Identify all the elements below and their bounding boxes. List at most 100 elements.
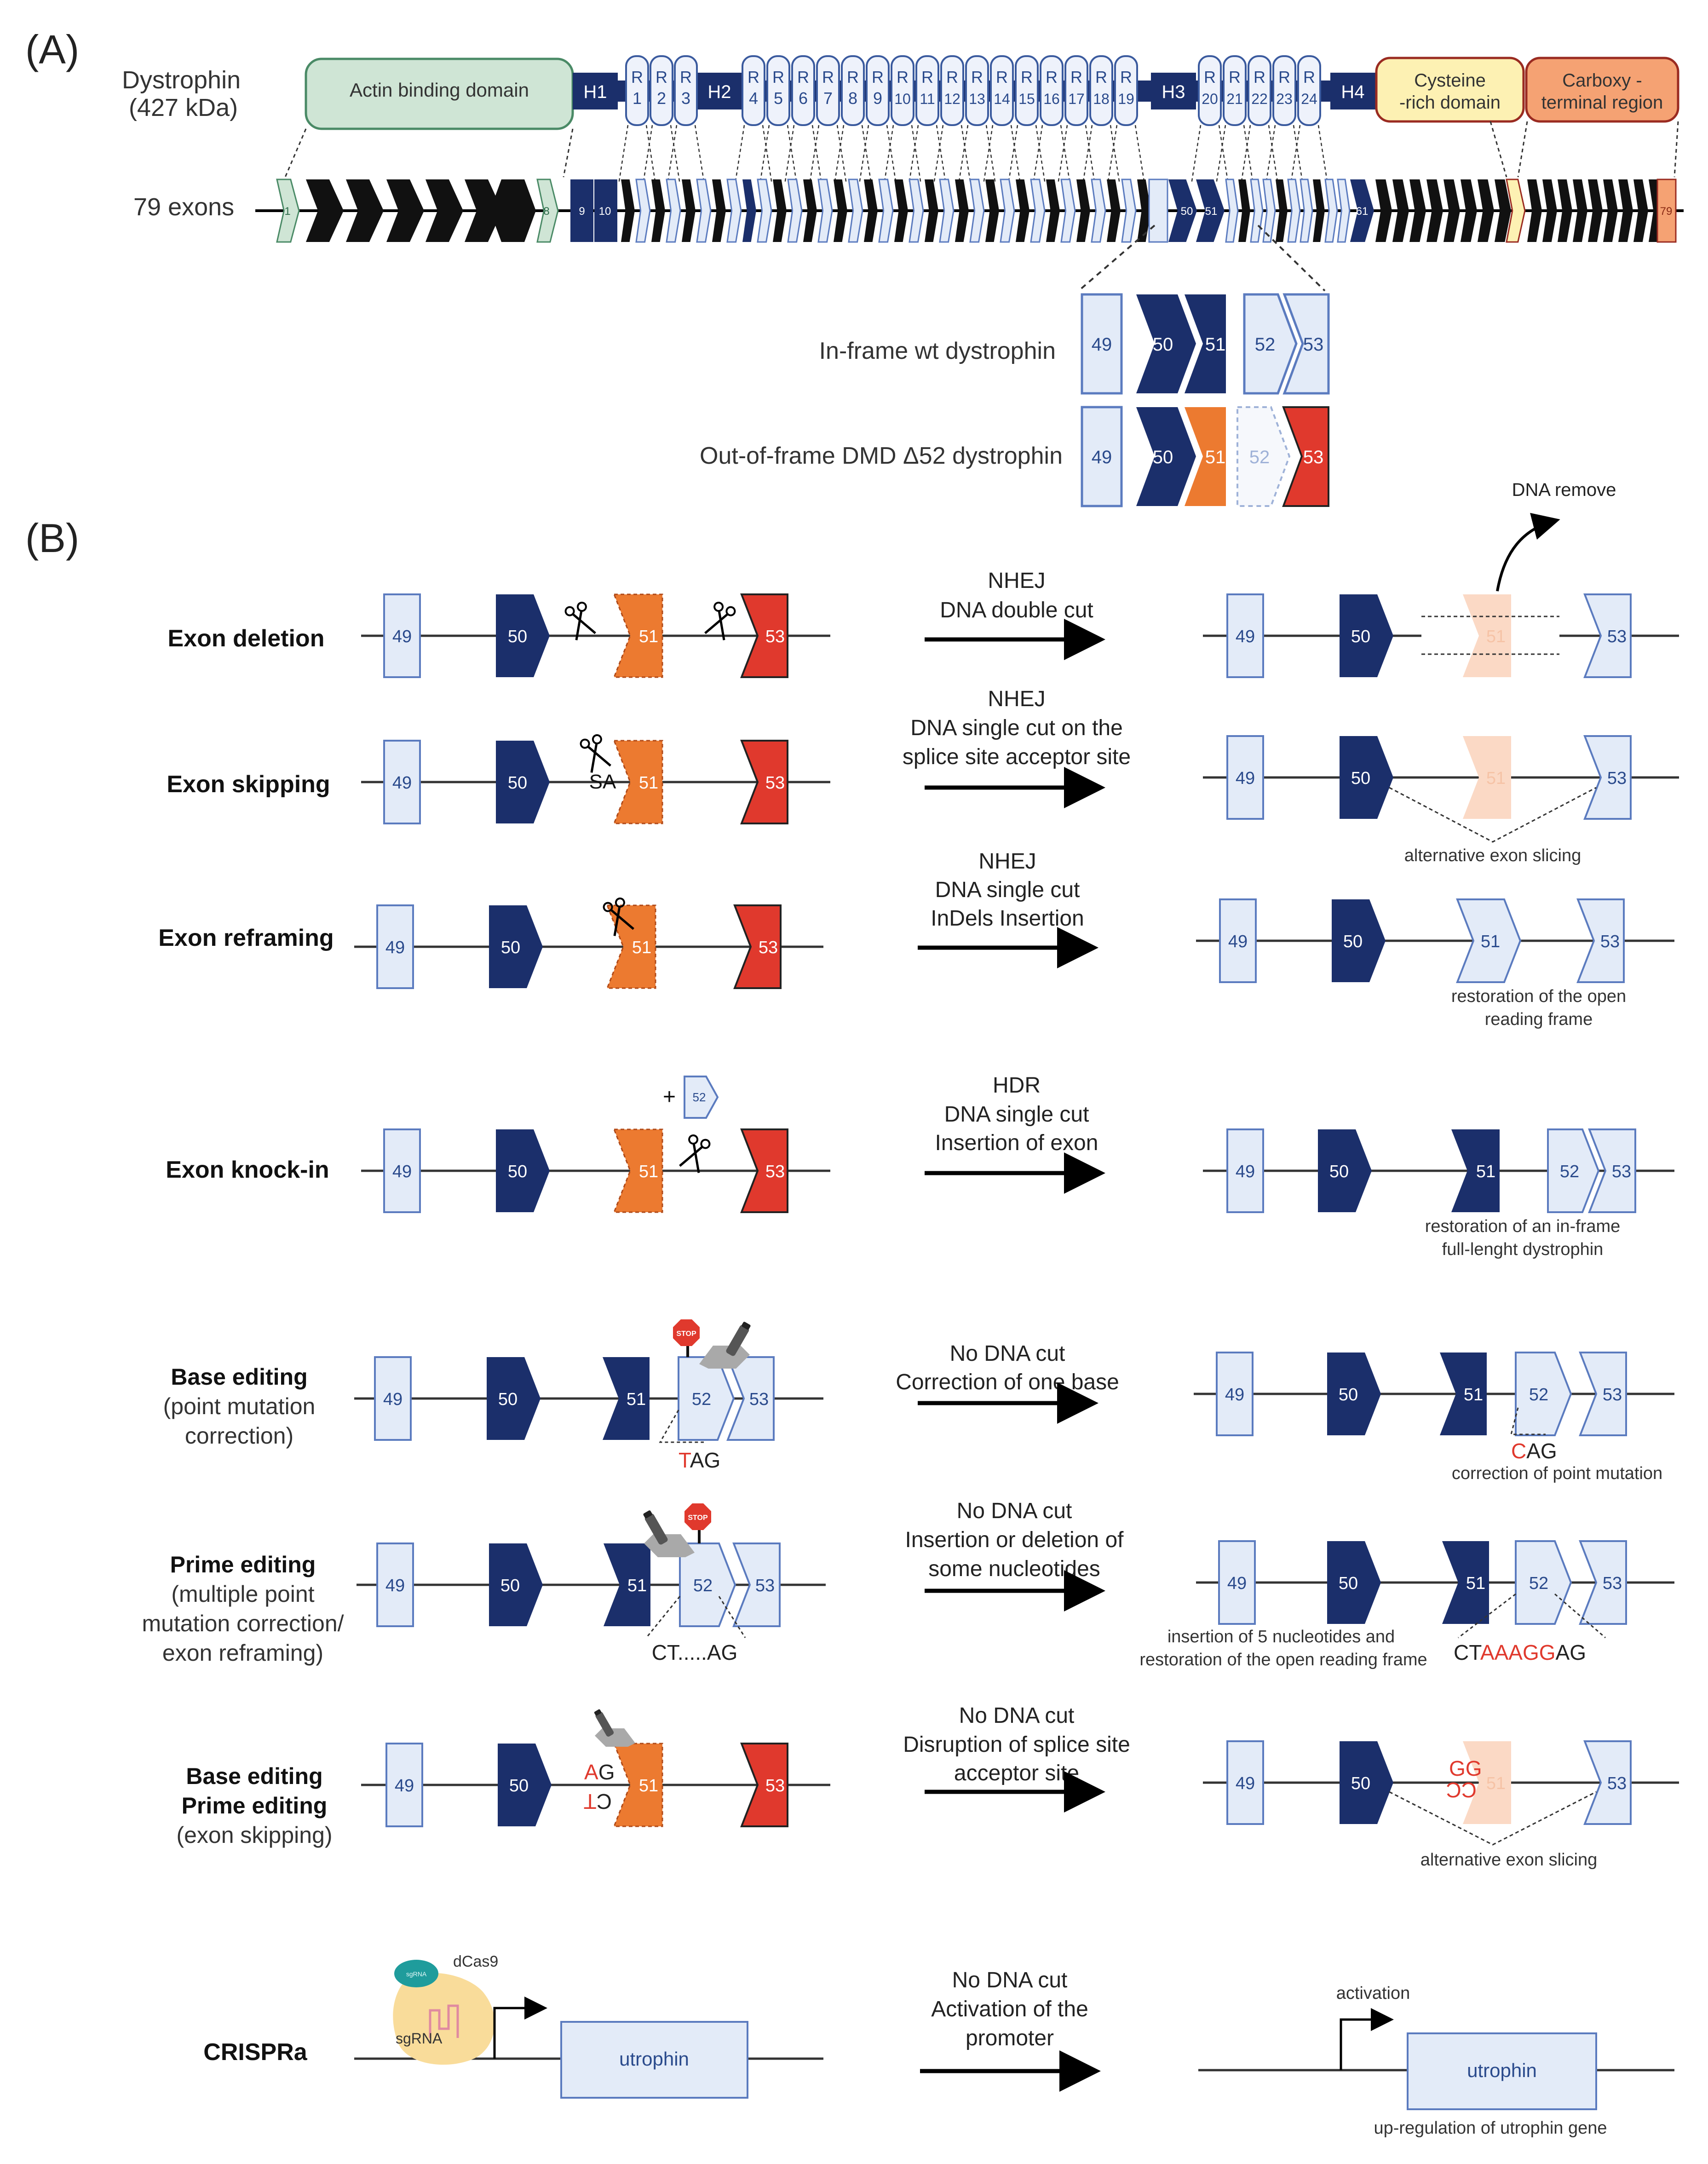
in-frame-exon-53-label: 53 bbox=[1303, 334, 1324, 355]
repeat-4: R4 bbox=[742, 55, 765, 126]
exon-middle bbox=[787, 178, 803, 243]
result-note-1: alternative exon slicing bbox=[1420, 1850, 1597, 1870]
exon-61 bbox=[1350, 179, 1374, 242]
sgrna-icon bbox=[429, 2004, 459, 2038]
repeat-letter: R bbox=[797, 68, 809, 86]
repeat-number: 6 bbox=[799, 89, 808, 108]
repeat-17: R17 bbox=[1064, 55, 1088, 126]
exon-51 bbox=[606, 904, 656, 989]
repeat-16: R16 bbox=[1040, 55, 1064, 126]
method-line-2: DNA single cut bbox=[935, 878, 1080, 902]
skipped-exon-51 bbox=[1463, 736, 1511, 819]
exon-middle bbox=[1313, 179, 1325, 242]
oof-exon-49-label: 49 bbox=[1092, 447, 1112, 467]
strategy-name: Exon reframing bbox=[158, 925, 334, 951]
method-line-2: DNA double cut bbox=[940, 598, 1093, 622]
repeat-letter: R bbox=[656, 68, 667, 86]
exon-middle bbox=[1046, 179, 1060, 242]
repeat-letter: R bbox=[1120, 68, 1132, 86]
exon-49 bbox=[1218, 1540, 1256, 1625]
exon-middle bbox=[1076, 179, 1090, 242]
row-editing-exon-skipping: Base editing Prime editing (exon skippin… bbox=[176, 1704, 1679, 1870]
exon-middle bbox=[651, 179, 665, 242]
result-note-1: alternative exon slicing bbox=[1404, 846, 1581, 865]
exon-bar-labels: 1 8 9 10 50 51 61 79 bbox=[284, 205, 1672, 218]
exon-label-61: 61 bbox=[1356, 205, 1369, 218]
repeat-8: R8 bbox=[841, 55, 865, 126]
exon-middle bbox=[1238, 179, 1250, 242]
exon-51-label: 51 bbox=[639, 1776, 658, 1796]
exon-53 bbox=[740, 1743, 788, 1827]
exon-49-label: 49 bbox=[385, 1576, 405, 1595]
in-frame-exon-53 bbox=[1282, 293, 1330, 395]
repeat-number: 17 bbox=[1068, 91, 1085, 107]
strategy-name: Exon knock-in bbox=[166, 1157, 329, 1183]
row-prime-editing: Prime editing (multiple point mutation c… bbox=[142, 1499, 1674, 1669]
exon-53 bbox=[733, 904, 782, 989]
exon-53-label: 53 bbox=[1603, 1574, 1622, 1593]
exon-middle bbox=[1287, 178, 1301, 243]
repeat-7: R7 bbox=[816, 55, 840, 126]
out-of-frame-exons: 49 50 51 52 53 bbox=[1081, 406, 1329, 507]
exon-52-label: 52 bbox=[692, 1390, 711, 1409]
codon-pointer bbox=[718, 1596, 746, 1638]
row-exon-reframing: Exon reframing 49 50 51 53 NHEJ DNA sing… bbox=[158, 849, 1674, 1029]
oof-exon-52-deleted bbox=[1236, 406, 1291, 507]
exon-49-label: 49 bbox=[1227, 1574, 1247, 1593]
exon-black bbox=[1603, 179, 1618, 242]
exon-49 bbox=[385, 1743, 423, 1827]
result-note-2: reading frame bbox=[1485, 1010, 1593, 1029]
row-exon-deletion: Exon deletion 49 50 51 53 NHEJ DNA doubl… bbox=[168, 480, 1679, 678]
exon-middle bbox=[817, 178, 833, 243]
oof-exon-49 bbox=[1081, 406, 1123, 507]
exon-black bbox=[1527, 179, 1542, 242]
plus-sign: + bbox=[663, 1085, 676, 1109]
exon-53 bbox=[740, 740, 788, 824]
method-line-1: No DNA cut bbox=[952, 1968, 1068, 1992]
exon-black bbox=[1461, 179, 1477, 242]
stop-sign-icon bbox=[684, 1503, 711, 1530]
exon-51 bbox=[1451, 1129, 1500, 1212]
exon-black bbox=[306, 179, 344, 242]
row-exon-skipping: Exon skipping 49 50 51 SA 53 NHEJ DNA si… bbox=[167, 687, 1679, 865]
exon-53-label: 53 bbox=[1607, 627, 1627, 646]
repeat-number: 5 bbox=[774, 89, 783, 108]
exon-50-label: 50 bbox=[1329, 1162, 1349, 1181]
exon-middle bbox=[894, 179, 908, 242]
exon-49 bbox=[383, 593, 421, 678]
repeat-number: 19 bbox=[1118, 91, 1134, 107]
repeat-12: R12 bbox=[940, 55, 964, 126]
sequence-after: CTAAAGGAG bbox=[1454, 1640, 1586, 1664]
in-frame-exon-51 bbox=[1185, 294, 1226, 393]
exon-53 bbox=[740, 1128, 788, 1213]
exon-49 bbox=[1226, 735, 1264, 820]
exon-50-label: 50 bbox=[1351, 769, 1370, 788]
in-frame-exon-52-label: 52 bbox=[1255, 334, 1276, 355]
exon-50-label: 50 bbox=[1351, 1774, 1370, 1793]
exon-black bbox=[1495, 179, 1511, 242]
exon-middle bbox=[909, 178, 924, 243]
exon-middle bbox=[635, 178, 651, 243]
repeat-letter: R bbox=[996, 68, 1008, 86]
exon-label-79: 79 bbox=[1660, 205, 1673, 218]
repeat-number: 9 bbox=[873, 89, 882, 108]
exon-51-label: 51 bbox=[639, 627, 658, 646]
row-exon-knock-in: Exon knock-in 49 50 51 53 + 52 HDR DNA s… bbox=[166, 1073, 1674, 1259]
repeat-number: 4 bbox=[749, 89, 758, 108]
exon-black bbox=[386, 179, 424, 242]
repeat-19: R 19 bbox=[1114, 55, 1138, 126]
method-line-1: No DNA cut bbox=[957, 1499, 1072, 1523]
strategy-name-1: Base editing bbox=[186, 1763, 322, 1789]
in-frame-exon-51-label: 51 bbox=[1205, 334, 1226, 355]
exon-black bbox=[1633, 179, 1648, 242]
in-frame-exon-50-label: 50 bbox=[1153, 334, 1173, 355]
codon-after: CAG bbox=[1511, 1439, 1557, 1463]
exon-50 bbox=[1327, 1541, 1381, 1624]
exon-51 bbox=[613, 1128, 663, 1213]
exon-middle bbox=[757, 178, 772, 243]
repeat-number: 3 bbox=[681, 89, 690, 108]
repeat-letter: R bbox=[921, 68, 933, 86]
strategy-name-1: Prime editing bbox=[170, 1552, 316, 1577]
exon-50 bbox=[496, 594, 550, 677]
method-line-1: NHEJ bbox=[978, 849, 1036, 874]
